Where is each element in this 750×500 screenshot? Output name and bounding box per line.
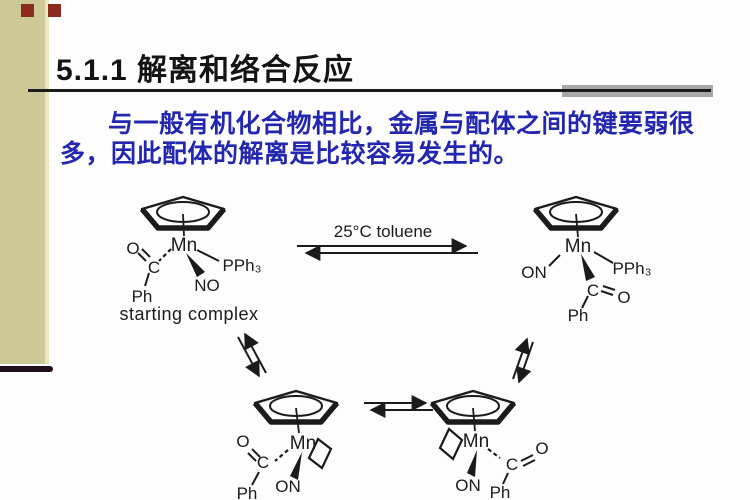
oxygen-label: O bbox=[126, 239, 139, 258]
equilibrium-arrow-right-diagonal bbox=[512, 337, 534, 384]
accent-square-2 bbox=[48, 4, 61, 17]
title-underline bbox=[28, 89, 711, 92]
phenyl-label: Ph bbox=[132, 287, 153, 306]
sidebar-end-line bbox=[0, 366, 53, 372]
nitrosyl-label: ON bbox=[521, 263, 547, 282]
accent-square-1 bbox=[21, 4, 34, 17]
phosphine-label: PPh₃ bbox=[222, 256, 261, 275]
equilibrium-arrow-left-diagonal bbox=[237, 332, 267, 378]
metal-label: Mn bbox=[565, 236, 591, 257]
reaction-scheme: Mn O C Ph NO PPh₃ starting complex 25°C … bbox=[119, 170, 652, 500]
equilibrium-arrow-bottom bbox=[364, 395, 433, 418]
carbon-label: C bbox=[506, 455, 518, 474]
carbon-label: C bbox=[148, 258, 160, 277]
phosphine-label: PPh₃ bbox=[612, 259, 651, 278]
carbon-label: C bbox=[257, 453, 269, 472]
body-paragraph-line1: 与一般有机化合物相比，金属与配体之间的键要弱很 bbox=[108, 110, 695, 138]
structure-intermediate-right: Mn C O Ph ON bbox=[432, 391, 549, 500]
equilibrium-arrow-top: 25°C toluene bbox=[297, 222, 478, 261]
metal-label: Mn bbox=[171, 235, 197, 256]
oxygen-label: O bbox=[236, 432, 249, 451]
nitrosyl-label: NO bbox=[194, 276, 220, 295]
phenyl-label: Ph bbox=[568, 306, 589, 325]
phenyl-label: Ph bbox=[490, 483, 511, 500]
cp-ring-icon bbox=[255, 391, 337, 422]
page-title: 5.1.1 解离和络合反应 bbox=[56, 54, 355, 87]
nitrosyl-label: ON bbox=[455, 476, 481, 495]
phenyl-label: Ph bbox=[237, 484, 258, 500]
structure-product-top-right: Mn ON PPh₃ C O Ph bbox=[521, 197, 652, 325]
body-paragraph: 与一般有机化合物相比，金属与配体之间的键要弱很 多，因此配体的解离是比较容易发生… bbox=[60, 109, 720, 169]
metal-label: Mn bbox=[463, 431, 489, 452]
oxygen-label: O bbox=[617, 288, 630, 307]
body-paragraph-line2: 多，因此配体的解离是比较容易发生的。 bbox=[60, 140, 520, 168]
metal-label: Mn bbox=[290, 433, 316, 454]
carbon-label: C bbox=[587, 281, 599, 300]
starting-complex-caption: starting complex bbox=[119, 304, 258, 324]
nitrosyl-label: ON bbox=[275, 477, 301, 496]
condition-label: 25°C toluene bbox=[334, 222, 432, 241]
oxygen-label: O bbox=[535, 439, 548, 458]
structure-intermediate-left: Mn O C Ph ON bbox=[236, 391, 337, 500]
sidebar-band bbox=[0, 0, 49, 364]
structure-starting-complex: Mn O C Ph NO PPh₃ starting complex bbox=[119, 197, 262, 324]
